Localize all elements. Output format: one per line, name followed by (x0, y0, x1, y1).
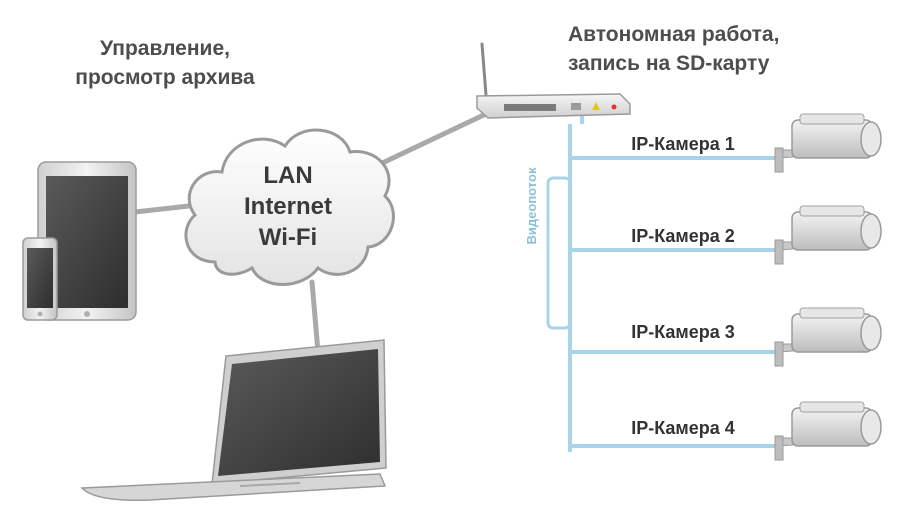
camera-4-icon (774, 401, 882, 461)
network-links (132, 109, 493, 355)
management-label: Управление, просмотр архива (75, 37, 255, 89)
camera-3-label: IP-Камера 3 (631, 322, 735, 342)
camera-1-label: IP-Камера 1 (631, 134, 735, 154)
link-cloud-router (375, 109, 493, 168)
video-stream-label: Видеопоток (524, 167, 539, 245)
camera-4-label: IP-Камера 4 (631, 418, 735, 438)
smartphone-icon (22, 237, 58, 321)
cloud-shape (184, 128, 395, 286)
link-tablet-cloud (132, 202, 201, 215)
laptop-icon (80, 339, 387, 501)
video-bus (546, 116, 775, 452)
router-icon (476, 42, 631, 119)
video-stream-box (546, 176, 572, 330)
cloud-label-wifi: Wi-Fi (258, 224, 318, 251)
camera-1-icon (774, 113, 882, 173)
cloud-label-lan: LAN (263, 162, 313, 189)
camera-2-label: IP-Камера 2 (631, 226, 735, 246)
cloud-label: LAN Internet Wi-Fi (218, 160, 358, 253)
camera-2-icon (774, 205, 882, 265)
link-cloud-laptop (309, 279, 321, 355)
cloud-label-internet: Internet (243, 193, 332, 220)
tablet-icon (37, 161, 137, 321)
autonomous-label: Автономная работа, запись на SD-карту (568, 23, 780, 75)
camera-3-icon (774, 307, 882, 367)
